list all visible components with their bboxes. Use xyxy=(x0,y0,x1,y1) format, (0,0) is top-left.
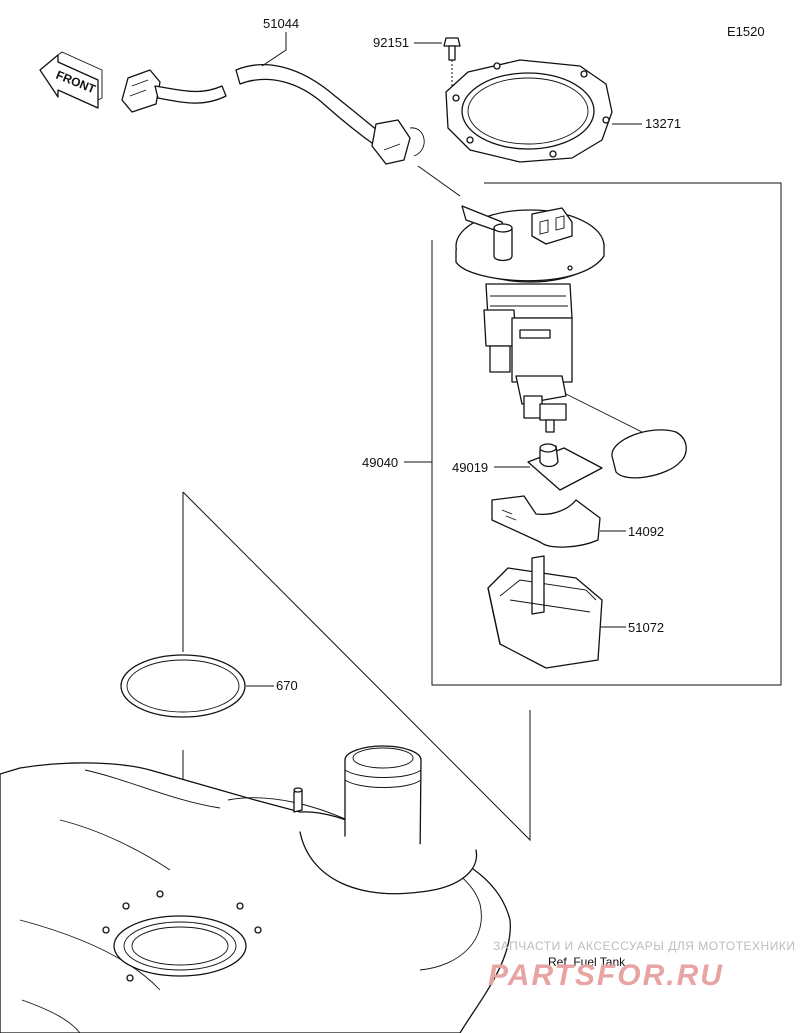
part-number-49019: 49019 xyxy=(452,460,488,475)
fuel-filter-49019[interactable] xyxy=(527,443,603,491)
part-number-51044: 51044 xyxy=(263,16,299,31)
part-number-14092: 14092 xyxy=(628,524,664,539)
assembly-bracket-49040 xyxy=(431,182,782,686)
alignment-line-diagonal xyxy=(182,491,531,842)
fuel-hose-assembly[interactable] xyxy=(121,64,425,165)
cup-51072[interactable] xyxy=(487,555,603,669)
part-number-49040: 49040 xyxy=(362,455,398,470)
part-number-13271: 13271 xyxy=(645,116,681,131)
part-number-92151: 92151 xyxy=(373,35,409,50)
diagram-code: E1520 xyxy=(727,24,765,39)
part-number-51072: 51072 xyxy=(628,620,664,635)
leader-line-hose xyxy=(417,165,461,197)
pump-plate-gasket-13271[interactable] xyxy=(445,59,613,163)
front-arrow-icon: FRONT xyxy=(39,51,103,109)
fuel-tank xyxy=(0,745,511,1033)
fuel-pump-assembly[interactable] xyxy=(455,205,687,479)
reference-note: Ref. Fuel Tank xyxy=(548,955,626,969)
watermark-logo: PARTSFOR.RU xyxy=(488,959,724,992)
holder-14092[interactable] xyxy=(491,495,601,548)
part-number-670: 670 xyxy=(276,678,298,693)
bolt-92151[interactable] xyxy=(443,37,461,61)
watermark-tagline: ЗАПЧАСТИ И АКСЕССУАРЫ ДЛЯ МОТОТЕХНИКИ xyxy=(493,939,795,953)
o-ring-670[interactable] xyxy=(120,654,246,718)
